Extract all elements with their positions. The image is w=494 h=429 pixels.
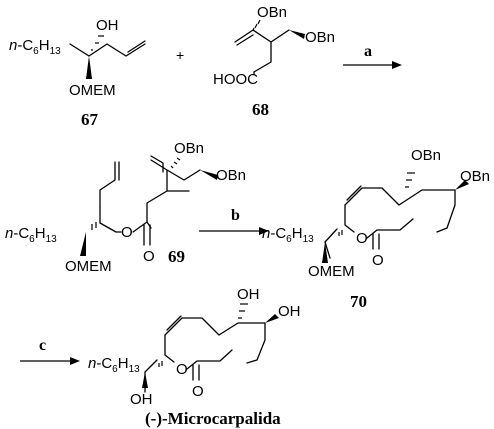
label-ester-o: O [121, 224, 133, 241]
label-omem: OMEM [65, 258, 112, 275]
wedge-bond [142, 372, 148, 388]
label-c6h13: n-C6H13 [262, 225, 314, 245]
label-obn: OBn [257, 4, 287, 21]
hashed-bond [170, 157, 181, 169]
compound-number-68: 68 [252, 100, 269, 119]
hashed-bond [338, 230, 343, 236]
step-label-c: c [39, 337, 46, 354]
wedge-bond [289, 30, 305, 39]
label-obn: OBn [305, 29, 335, 46]
compound-number-69: 69 [168, 247, 185, 266]
hashed-bond [91, 35, 104, 51]
arrow-head [392, 61, 402, 69]
plus-sign: + [176, 47, 184, 63]
wedge-bond [80, 232, 86, 256]
wedge-bond [200, 170, 218, 180]
wedge-bond [265, 314, 279, 323]
wedge-bond [86, 56, 92, 79]
label-ring-o: O [176, 361, 188, 378]
hashed-bond [252, 19, 261, 32]
product-name: (-)-Microcarpalida [145, 409, 281, 428]
arrow-head [70, 357, 80, 365]
compound-67: n-C6H13 OH OMEM [9, 17, 146, 99]
hashed-bond [405, 172, 415, 188]
hashed-bond [91, 222, 97, 230]
label-carbonyl-o: O [192, 383, 204, 400]
compound-number-70: 70 [350, 292, 367, 311]
label-carbonyl-o: O [372, 252, 384, 269]
step-label-a: a [364, 43, 372, 60]
label-oh: OH [237, 286, 260, 303]
label-c6h13: n-C6H13 [5, 225, 57, 245]
compound-69: OMEM n-C6H13 O O OBn OBn [5, 140, 246, 275]
hashed-bond [238, 303, 248, 319]
compound-microcarpalida: OH n-C6H13 O O OH OH [88, 286, 301, 408]
label-omem: OMEM [69, 82, 116, 99]
label-c6h13: n-C6H13 [88, 355, 140, 375]
label-hooc: HOOC [213, 71, 258, 88]
label-carbonyl-o: O [143, 248, 155, 265]
label-ring-o: O [356, 230, 368, 247]
compound-68: OBn OBn HOOC [213, 4, 335, 88]
label-obn: OBn [216, 167, 246, 184]
label-obn-cut: OBn [460, 168, 490, 185]
label-omem: OMEM [308, 263, 355, 280]
label-obn: OBn [411, 147, 441, 164]
hashed-bond [158, 361, 163, 367]
wedge-bond [455, 180, 469, 190]
compound-number-67: 67 [81, 110, 99, 129]
label-oh: OH [130, 391, 153, 408]
label-c6h13: n-C6H13 [9, 37, 61, 57]
compound-70: OMEM n-C6H13 O O OBn OBn [262, 147, 490, 280]
wedge-bond [322, 242, 328, 263]
label-obn: OBn [174, 140, 204, 157]
arrow-head [259, 227, 269, 235]
label-oh: OH [278, 303, 301, 320]
step-label-b: b [231, 207, 240, 224]
label-oh: OH [96, 17, 119, 34]
